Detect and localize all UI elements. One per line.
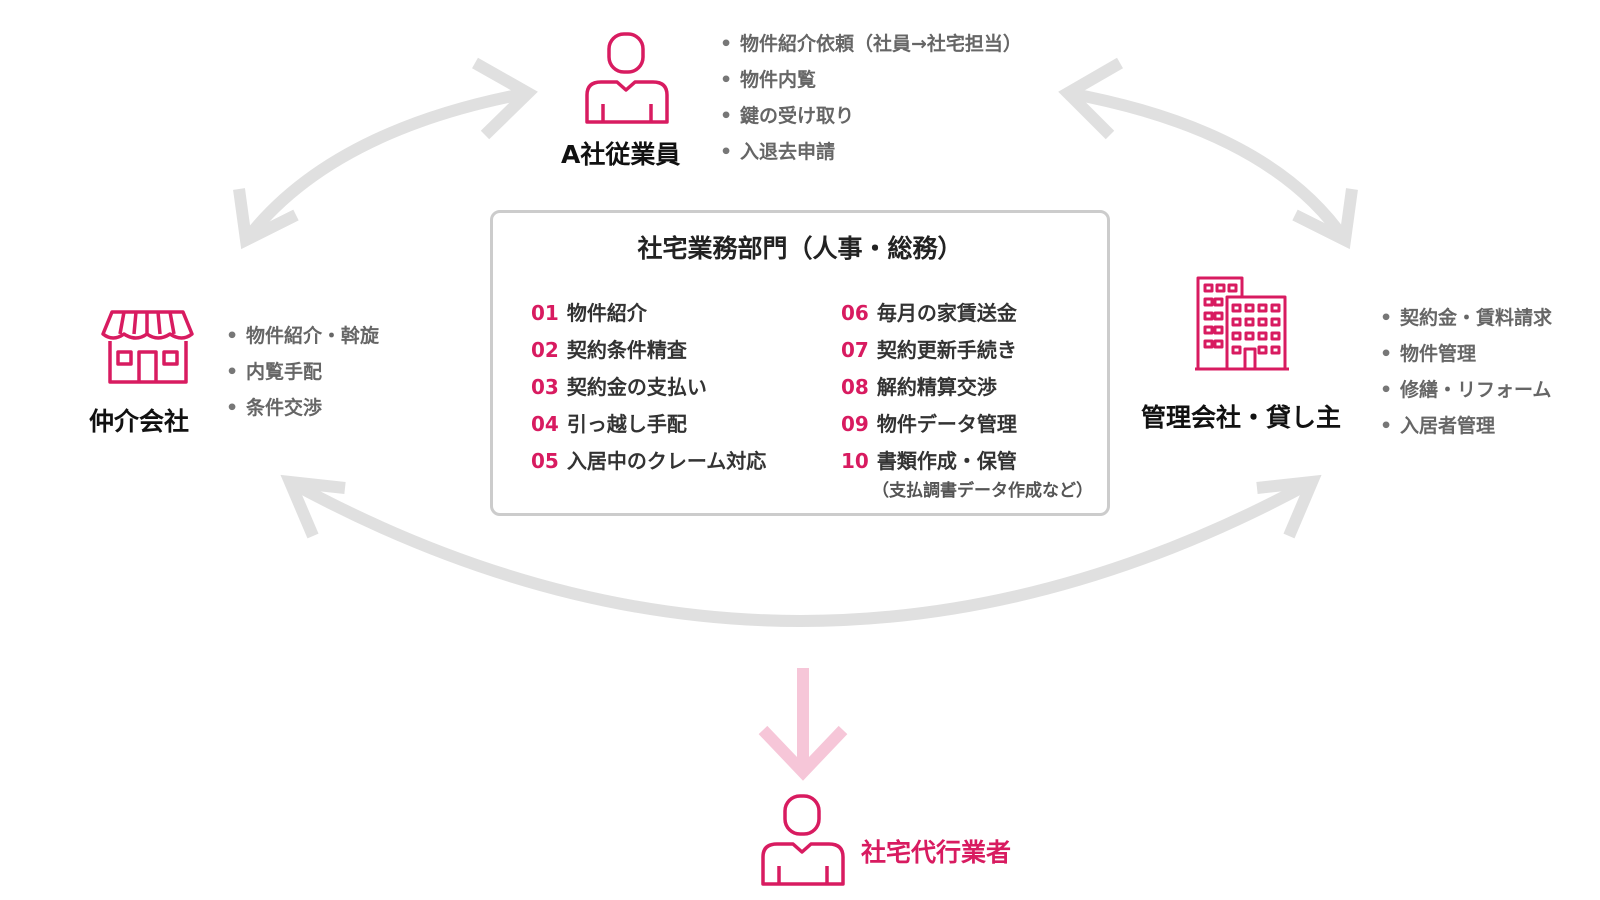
arrow-head	[472, 57, 538, 140]
building-icon	[1195, 276, 1289, 371]
arrow-head	[1058, 57, 1123, 140]
person-icon	[585, 32, 669, 124]
arrow-head	[1256, 474, 1322, 539]
list-item: 入居者管理	[1380, 408, 1552, 444]
arrow-employee-broker	[241, 87, 530, 244]
arrow-employee-manager	[1066, 87, 1350, 244]
list-item: 物件内覧	[720, 62, 1022, 98]
arrow-head	[280, 474, 346, 539]
list-item: 物件管理	[1380, 336, 1552, 372]
list-item: 物件紹介依頼（社員→社宅担当）	[720, 26, 1022, 62]
storefront-icon	[101, 310, 194, 384]
employee-label: A社従業員	[561, 140, 681, 169]
list-item: 鍵の受け取り	[720, 98, 1022, 134]
person-icon	[761, 794, 845, 886]
department-note: （支払調書データ作成など）	[872, 481, 1093, 501]
arrow-head	[1292, 188, 1358, 250]
department-title: 社宅業務部門（人事・総務）	[637, 234, 963, 263]
broker-task-list: 物件紹介・斡旋 内覧手配 条件交渉	[226, 318, 379, 426]
arrow-head	[758, 725, 848, 781]
arrow-broker-manager	[287, 476, 1315, 627]
list-item: 入退去申請	[720, 134, 1022, 170]
arrow-head	[233, 188, 299, 250]
list-item: 修繕・リフォーム	[1380, 372, 1552, 408]
list-item: 契約金・賃料請求	[1380, 300, 1552, 336]
manager-label: 管理会社・貸し主	[1141, 403, 1342, 432]
manager-task-list: 契約金・賃料請求 物件管理 修繕・リフォーム 入居者管理	[1380, 300, 1552, 444]
list-item: 内覧手配	[226, 354, 379, 390]
agency-label: 社宅代行業者	[861, 838, 1012, 867]
employee-task-list: 物件紹介依頼（社員→社宅担当） 物件内覧 鍵の受け取り 入退去申請	[720, 26, 1022, 170]
list-item: 物件紹介・斡旋	[226, 318, 379, 354]
list-item: 条件交渉	[226, 390, 379, 426]
broker-label: 仲介会社	[89, 407, 190, 436]
